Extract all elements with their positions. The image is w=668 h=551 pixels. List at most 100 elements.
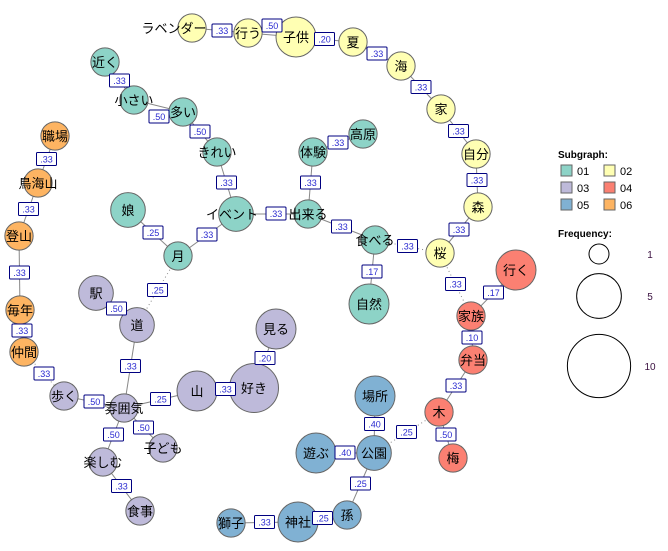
node-kougen[interactable]: 高原	[348, 119, 378, 149]
node-label: 木	[432, 406, 445, 421]
node-okonau[interactable]: 行う	[233, 18, 263, 48]
node-yama[interactable]: 山	[176, 370, 218, 412]
edge-weight-label: .50	[189, 124, 211, 139]
node-circle	[338, 27, 368, 57]
edge-weight-value: .33	[16, 326, 29, 336]
edge-weight-box	[189, 124, 211, 139]
node-suki[interactable]: 好き	[229, 363, 279, 413]
node-taberu[interactable]: 食べる	[355, 225, 395, 255]
node-asobu[interactable]: 遊ぶ	[295, 432, 337, 474]
edge-weight-label: .10	[461, 330, 483, 345]
node-kouen[interactable]: 公園	[356, 435, 392, 471]
node-ooi[interactable]: 多い	[168, 97, 198, 127]
node-dekiru[interactable]: 出来る	[288, 199, 328, 229]
edge-weight-box	[461, 330, 483, 345]
node-label: 自分	[463, 148, 489, 163]
node-fun-iki[interactable]: 雰囲気	[104, 393, 144, 423]
node-label: 食べる	[355, 233, 394, 249]
edge-weight-box	[410, 80, 432, 94]
edge-weight-box	[147, 283, 168, 297]
node-label: 小さい	[114, 94, 153, 109]
node-michi[interactable]: 道	[119, 307, 155, 343]
node-label: 行く	[503, 264, 529, 279]
edge-weight-value: .25	[316, 514, 329, 524]
edge-weight-box	[448, 222, 470, 237]
node-label: 好き	[241, 382, 267, 397]
node-shokuji[interactable]: 食事	[125, 496, 155, 526]
node-label: 公園	[361, 447, 387, 462]
edge-weight-box	[103, 427, 124, 442]
edge-weight-value: .50	[153, 112, 166, 122]
node-aruku[interactable]: 歩く	[49, 381, 79, 411]
edge-weight-value: .33	[38, 369, 51, 379]
node-bentou[interactable]: 弁当	[458, 345, 488, 375]
edge-weight-value: .33	[453, 225, 466, 235]
edge-weight-box	[216, 175, 237, 190]
node-label: 神社	[285, 515, 311, 531]
node-tozan[interactable]: 登山	[4, 221, 34, 251]
node-label: 自然	[356, 297, 382, 313]
node-tanoshimu[interactable]: 楽しむ	[83, 447, 123, 477]
node-circle	[386, 51, 416, 81]
node-taiken[interactable]: 体験	[298, 137, 328, 167]
edge-labels-layer: .33.50.20.33.33.33.33.33.33.50.50.33.33.…	[9, 18, 504, 529]
node-miru[interactable]: 見る	[255, 308, 297, 350]
node-circle	[348, 283, 390, 325]
node-event[interactable]: イベント	[206, 196, 258, 232]
node-shishi[interactable]: 獅子	[216, 508, 246, 538]
node-ki[interactable]: 木	[424, 397, 454, 427]
edge-weight-value: .40	[368, 420, 381, 430]
node-lavender[interactable]: ラベンダー	[141, 13, 207, 43]
node-sakura[interactable]: 桜	[425, 238, 455, 268]
node-circle	[9, 337, 39, 367]
node-tsuki[interactable]: 月	[163, 241, 193, 271]
node-circle	[354, 375, 396, 417]
edge-weight-value: .17	[366, 267, 379, 277]
edge-weight-value: .25	[151, 286, 164, 296]
node-iku[interactable]: 行く	[495, 249, 537, 291]
edge-weight-box	[148, 109, 170, 124]
edge-weight-value: .50	[266, 21, 279, 31]
edge-weight-value: .25	[147, 228, 160, 238]
edge-weight-value: .50	[137, 423, 150, 433]
edge-weight-label: .20	[314, 32, 335, 46]
node-chokaisan[interactable]: 鳥海山	[18, 168, 58, 198]
node-jibun[interactable]: 自分	[461, 139, 491, 169]
edge-weight-label: .33	[331, 219, 352, 234]
node-maitoshi[interactable]: 毎年	[5, 295, 35, 325]
node-ie[interactable]: 家	[426, 94, 456, 124]
node-umi[interactable]: 海	[386, 51, 416, 81]
node-nakama[interactable]: 仲間	[9, 337, 39, 367]
node-circle	[424, 397, 454, 427]
node-eki[interactable]: 駅	[78, 275, 114, 311]
node-jinja[interactable]: 神社	[277, 501, 319, 543]
edge-weight-label: .40	[334, 445, 356, 460]
node-natsu[interactable]: 夏	[338, 27, 368, 57]
edge-weight-value: .20	[318, 35, 331, 45]
node-circle	[356, 435, 392, 471]
node-chiisai[interactable]: 小さい	[114, 85, 154, 115]
node-mori[interactable]: 森	[463, 192, 493, 222]
node-shizen[interactable]: 自然	[348, 283, 390, 325]
node-kazoku[interactable]: 家族	[456, 301, 486, 331]
node-basho[interactable]: 場所	[354, 375, 396, 417]
node-mago[interactable]: 孫	[332, 500, 362, 530]
node-shokuba[interactable]: 職場	[40, 121, 70, 151]
node-kirei[interactable]: きれい	[197, 137, 237, 167]
edge-weight-box	[331, 219, 352, 234]
node-chikaku[interactable]: 近く	[90, 47, 120, 77]
legend-size-label: 1	[647, 250, 653, 261]
node-circle	[109, 393, 139, 423]
legend-size-circle	[576, 273, 622, 319]
edge-weight-value: .33	[401, 242, 414, 252]
edge-weight-label: .33	[445, 378, 467, 393]
node-kodomo2[interactable]: 子ども	[143, 433, 183, 463]
node-ume[interactable]: 梅	[438, 443, 468, 473]
node-musume[interactable]: 娘	[110, 192, 146, 228]
edge-weight-box	[133, 420, 154, 435]
edge-weight-value: .33	[450, 381, 463, 391]
edge-weight-label: .50	[106, 301, 127, 316]
node-circle	[461, 139, 491, 169]
